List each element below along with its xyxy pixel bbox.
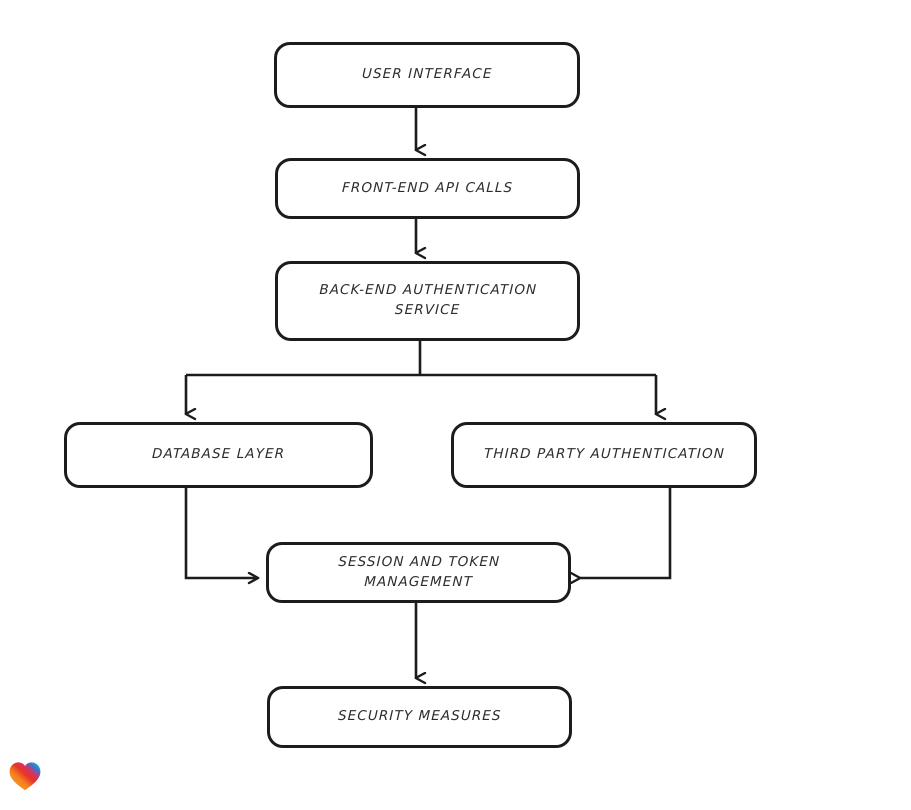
node-database-layer[interactable]: Database Layer	[64, 422, 373, 488]
node-session-and-token-management[interactable]: Session and Token Management	[266, 542, 571, 603]
node-label-front-end-api-calls: Front-End API Calls	[341, 179, 514, 196]
node-third-party-authentication[interactable]: Third Party Authentication	[451, 422, 757, 488]
node-user-interface[interactable]: User Interface	[274, 42, 580, 108]
heart-icon	[9, 762, 41, 791]
edge-database-to-session	[184, 488, 260, 585]
node-label-database-layer: Database Layer	[151, 446, 286, 463]
node-security-measures[interactable]: Security Measures	[267, 686, 572, 748]
node-label-back-end-authentication-service: Back-End Authentication Service	[318, 282, 538, 318]
node-label-user-interface: User Interface	[361, 66, 493, 83]
edge-thirdparty-to-session	[569, 488, 672, 585]
node-label-third-party-authentication: Third Party Authentication	[483, 446, 725, 463]
node-front-end-api-calls[interactable]: Front-End API Calls	[275, 158, 580, 219]
node-label-session-and-token-management: Session and Token Management	[337, 553, 501, 590]
node-label-security-measures: Security Measures	[337, 708, 502, 725]
node-back-end-authentication-service[interactable]: Back-End Authentication Service	[275, 261, 580, 341]
